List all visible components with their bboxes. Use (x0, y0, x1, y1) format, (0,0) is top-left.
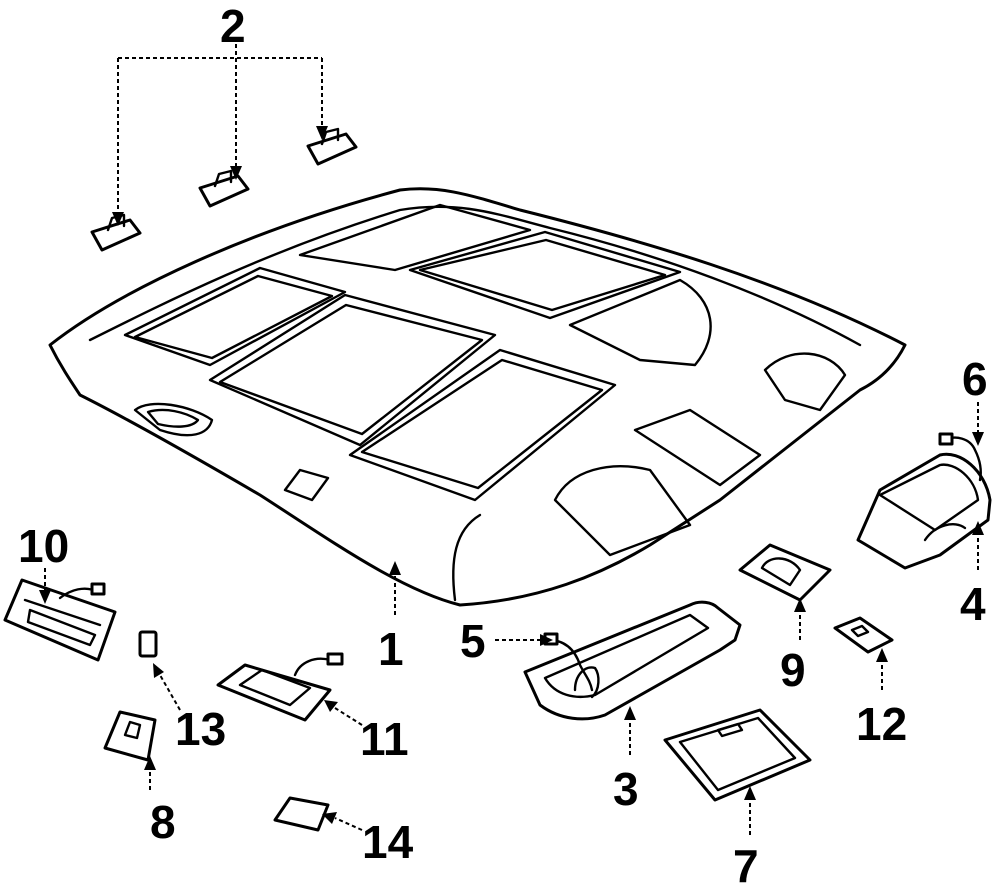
callout-5: 5 (460, 615, 486, 667)
callout-2: 2 (220, 0, 246, 52)
callout-1: 1 (378, 623, 404, 675)
dome-lamp-assembly (3, 578, 117, 662)
visor-holder (738, 543, 832, 602)
lamp-bulb (138, 630, 158, 658)
callout-9: 9 (780, 644, 806, 696)
sun-visor-right (856, 452, 992, 570)
sun-visor-left (523, 600, 742, 721)
callout-3: 3 (613, 763, 639, 815)
callout-12: 12 (856, 698, 907, 750)
vanity-mirror-cover (663, 708, 812, 802)
headliner-panel (48, 187, 907, 607)
retainer-clip-middle (198, 169, 250, 208)
callout-8: 8 (150, 796, 176, 848)
visor-clip (833, 616, 894, 654)
retainer-clip-right (306, 127, 358, 166)
callout-10: 10 (18, 520, 69, 572)
callout-14: 14 (362, 816, 414, 868)
lamp-lens (273, 796, 330, 832)
callout-7: 7 (733, 840, 759, 888)
callout-6: 6 (962, 353, 988, 405)
leader-lines (39, 44, 984, 835)
callout-13: 13 (175, 703, 226, 755)
right-wiring-connector (938, 432, 982, 482)
small-bracket (103, 710, 157, 762)
callout-11: 11 (360, 713, 409, 765)
callout-4: 4 (960, 578, 986, 630)
map-lamp-assembly (216, 652, 344, 722)
